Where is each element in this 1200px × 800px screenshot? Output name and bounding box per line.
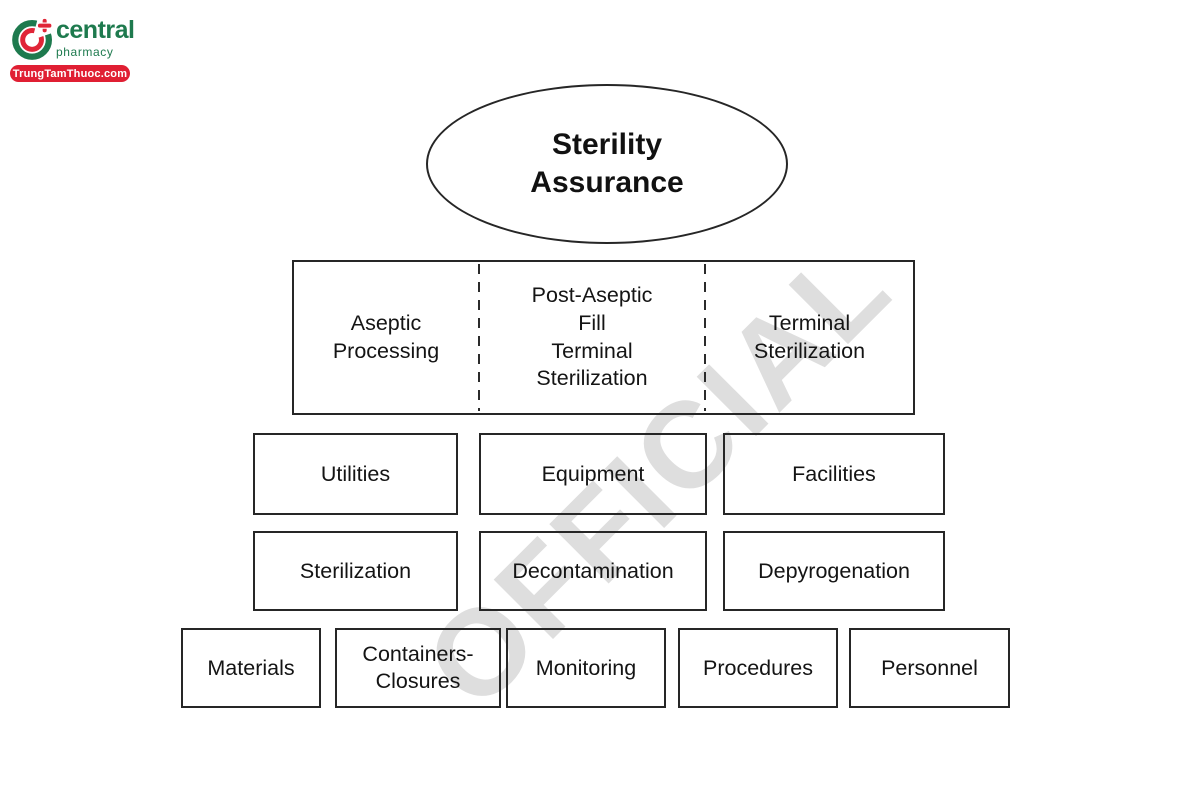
logo-tagline-badge: TrungTamThuoc.com [10,65,130,82]
node-containers-closures: Containers- Closures [335,628,501,708]
node-label: Facilities [792,461,876,486]
node-decontamination: Decontamination [479,531,707,611]
dashed-divider-right [704,264,706,411]
node-aseptic-processing: Aseptic Processing [294,262,478,413]
node-utilities: Utilities [253,433,458,515]
node-label: Aseptic Processing [332,310,440,363]
logo-brand-name: central [56,15,135,44]
node-label: Monitoring [535,655,637,680]
node-materials: Materials [181,628,321,708]
logo-row: central pharmacy [10,14,135,62]
node-personnel: Personnel [849,628,1010,708]
node-label: Personnel [881,655,978,680]
node-label: Decontamination [512,558,674,583]
node-post-aseptic-fill-terminal-sterilization: Post-Aseptic Fill Terminal Sterilization [480,262,704,413]
node-label: Sterilization [299,558,412,583]
root-node-sterility-assurance: Sterility Assurance [426,84,788,244]
logo-brand-subtitle: pharmacy [56,44,114,59]
node-label: Utilities [320,461,391,486]
node-label: Post-Aseptic Fill Terminal Sterilization [531,283,653,391]
node-depyrogenation: Depyrogenation [723,531,945,611]
node-terminal-sterilization: Terminal Sterilization [706,262,913,413]
node-label: Depyrogenation [758,558,910,583]
node-label: Equipment [541,461,645,486]
strategies-box: Aseptic Processing Post-Aseptic Fill Ter… [292,260,915,415]
node-monitoring: Monitoring [506,628,666,708]
logo-text-block: central pharmacy [56,15,135,59]
node-sterilization: Sterilization [253,531,458,611]
node-label: Materials [207,655,295,680]
node-equipment: Equipment [479,433,707,515]
node-label: Procedures [703,655,813,680]
node-label: Containers- Closures [362,642,474,693]
node-facilities: Facilities [723,433,945,515]
root-node-label: Sterility Assurance [530,127,684,199]
node-label: Terminal Sterilization [753,310,866,363]
dashed-divider-left [478,264,480,411]
node-procedures: Procedures [678,628,838,708]
central-pharmacy-c-icon [12,14,58,60]
central-pharmacy-logo: central pharmacy TrungTamThuoc.com [10,14,135,82]
